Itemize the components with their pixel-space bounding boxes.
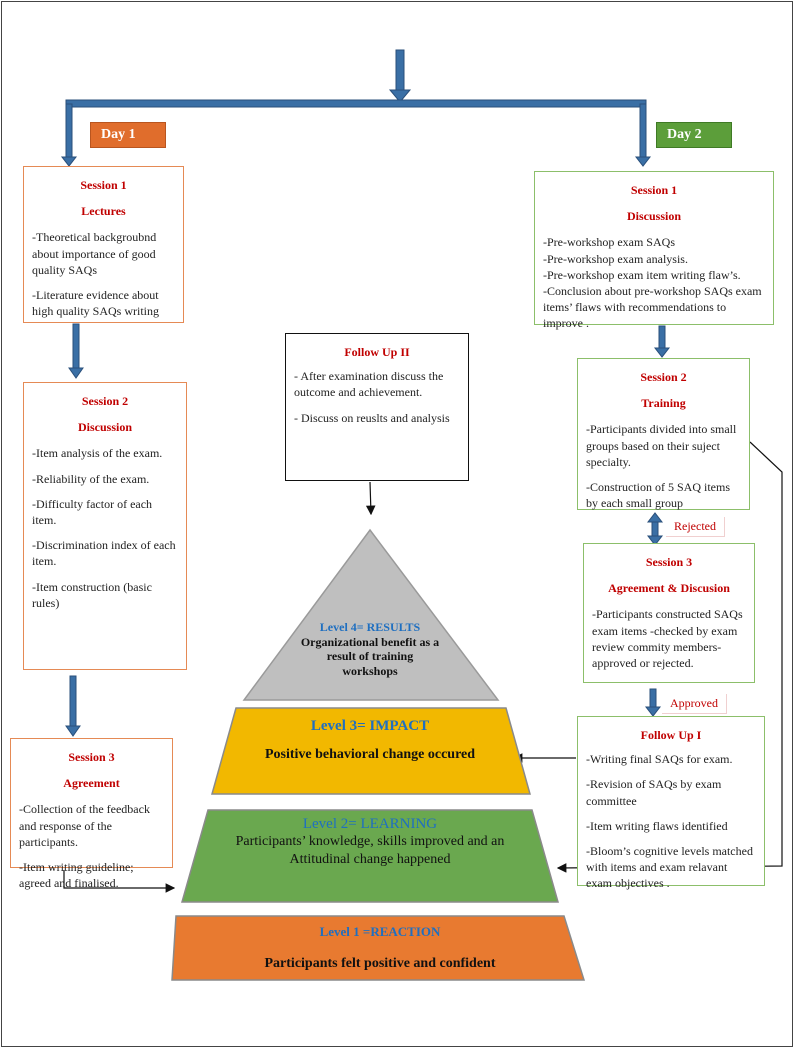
level4-text: Organizational benefit as a result of tr… [300,635,440,678]
followup1-title: Follow Up I [640,728,702,742]
day1-session3-item: -Item writing guideline; agreed and fina… [19,859,134,891]
level4-title: Level 4= RESULTS [319,620,421,634]
followup2-item: - Discuss on reuslts and analysis [294,410,450,425]
day2-session1-box: Session 1 Discussion -Pre-workshop exam … [534,171,774,330]
level2: Level 2= LEARNING Participants’ knowledg… [210,816,530,868]
day1-session1-item: -Literature evidence about high quality … [32,287,160,319]
day1-session2-item: -Difficulty factor of each item. [32,496,153,527]
level1-text: Participants felt positive and confident [264,956,496,971]
day2-session3-title: Session 3 [645,555,693,569]
day2-session2-subtitle: Training [641,396,686,411]
approved-tag: Approved [662,694,727,714]
day1-label: Day 1 [101,127,136,142]
level1-title: Level 1 =REACTION [319,924,441,939]
followup1-box: Follow Up I -Writing final SAQs for exam… [577,716,765,890]
day1-session1-box: Session 1 Lectures -Theoretical backgrou… [23,166,184,323]
day1-session2-item: -Item construction (basic rules) [32,579,152,610]
day2-session1-subtitle: Discussion [626,209,682,224]
rejected-double-arrow-icon [646,512,664,546]
day2-session2-item: -Construction of 5 SAQ items by each sma… [586,479,730,511]
day1-session2-box: Session 2 Discussion -Item analysis of t… [23,382,187,670]
day2-session1-title: Session 1 [630,183,678,197]
day2-arrow-1-icon [653,325,671,358]
followup2-box: Follow Up II - After examination discuss… [285,333,469,481]
top-arrow-icon [388,49,412,103]
followup2-title: Follow Up II [344,345,410,359]
day1-session1-subtitle: Lectures [81,204,126,219]
day2-session3-subtitle: Agreement & Discusion [608,581,730,596]
day2-session3-item: -Participants constructed SAQs exam item… [592,607,743,670]
day1-session2-title: Session 2 [81,394,129,408]
followup1-item: -Revision of SAQs by exam committee [586,777,722,808]
day2-session3-box: Session 3 Agreement & Discusion -Partici… [583,543,755,683]
day2-session2-title: Session 2 [640,370,687,384]
day2-session1-item: -Conclusion about pre-workshop SAQs exam… [543,283,762,331]
level2-text: Participants’ knowledge, skills improved… [235,834,505,867]
followup1-item: -Bloom’s cognitive levels matched with i… [586,843,753,891]
day1-down-arrow-icon [60,103,78,167]
level2-title: Level 2= LEARNING [302,816,438,832]
day2-down-arrow-icon [634,103,652,167]
rejected-tag: Rejected [666,517,725,537]
day2-session1-item: -Pre-workshop exam analysis. [543,251,688,266]
day1-session3-box: Session 3 Agreement -Collection of the f… [10,738,173,890]
followup1-item: -Writing final SAQs for exam. [586,752,733,767]
day2-session1-item: -Pre-workshop exam item writing flaw’s. [543,267,741,282]
day1-tag: Day 1 [90,122,166,148]
level4-shape [242,528,500,701]
level2-shape [181,809,559,903]
level1: Level 1 =REACTION Participants felt posi… [200,924,560,972]
followup2-to-level4-arrow [365,481,376,516]
day1-arrow-1-icon [68,323,84,379]
day1-session3-title: Session 3 [68,750,115,764]
level1-shape [171,915,586,981]
day1-session2-subtitle: Discussion [77,420,133,435]
day1-session3-subtitle: Agreement [63,776,120,791]
day1-session3-item: -Collection of the feedback and response… [19,802,150,849]
day1-session2-item: -Discrimination index of each item. [32,538,176,569]
day2-session2-item: -Participants divided into small groups … [586,422,737,469]
level4: Level 4= RESULTS Organizational benefit … [300,620,440,678]
level3-shape [211,707,531,795]
day1-session1-title: Session 1 [80,178,127,192]
day1-session2-item: -Item analysis of the exam. [32,446,163,461]
day1-session2-item: -Reliability of the exam. [32,471,150,486]
day1-session1-item: -Theoretical backgroubnd about importanc… [32,230,157,277]
branch-bar [65,99,647,108]
level3-title: Level 3= IMPACT [310,718,430,734]
day2-label: Day 2 [667,127,702,142]
level3: Level 3= IMPACT Positive behavioral chan… [230,718,510,763]
level3-text: Positive behavioral change occured [264,747,476,762]
followup2-item: - After examination discuss the outcome … [294,369,444,400]
day1-arrow-2-icon [65,675,81,737]
day2-arrow-approved-icon [644,688,662,717]
followup1-item: -Item writing flaws identified [586,818,728,833]
day2-tag: Day 2 [656,122,732,148]
day2-session1-item: -Pre-workshop exam SAQs [543,235,675,250]
day2-session2-box: Session 2 Training -Participants divided… [577,358,750,510]
agreement-to-level1-arrow [63,870,176,893]
